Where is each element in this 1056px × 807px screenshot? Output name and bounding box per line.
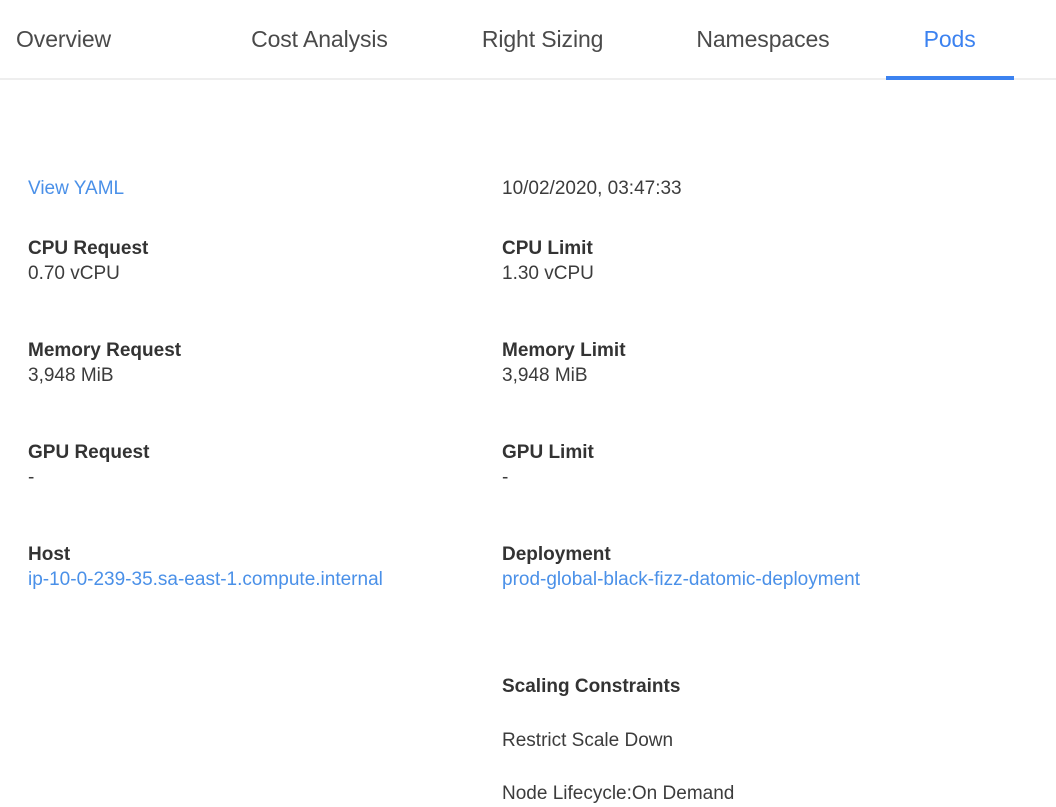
deployment-field: Deployment prod-global-black-fizz-datomi…: [502, 543, 860, 593]
gpu-limit-label: GPU Limit: [502, 442, 594, 463]
timestamp-row: 10/02/2020, 03:47:33: [502, 176, 682, 202]
tab-cost-analysis[interactable]: Cost Analysis: [251, 0, 388, 78]
memory-limit-value: 3,948 MiB: [502, 365, 588, 386]
tab-label: Pods: [923, 25, 976, 52]
pod-timestamp: 10/02/2020, 03:47:33: [502, 178, 682, 199]
view-yaml-link[interactable]: View YAML: [28, 178, 125, 199]
cpu-request-value: 0.70 vCPU: [28, 263, 120, 284]
cpu-limit-label: CPU Limit: [502, 238, 593, 259]
gpu-request-value: -: [28, 467, 35, 488]
memory-limit-field: Memory Limit 3,948 MiB: [502, 339, 626, 389]
memory-request-label: Memory Request: [28, 340, 182, 361]
memory-limit-label: Memory Limit: [502, 340, 626, 361]
view-yaml-row: View YAML: [28, 176, 124, 202]
tab-label: Cost Analysis: [251, 25, 388, 52]
host-label: Host: [28, 544, 71, 565]
tab-label: Right Sizing: [481, 25, 604, 52]
tab-label: Namespaces: [696, 25, 830, 52]
tab-pods[interactable]: Pods: [885, 0, 1014, 80]
deployment-link[interactable]: prod-global-black-fizz-datomic-deploymen…: [502, 569, 860, 590]
cpu-request-field: CPU Request 0.70 vCPU: [28, 237, 148, 287]
cpu-limit-value: 1.30 vCPU: [502, 263, 594, 284]
tab-label: Overview: [16, 25, 112, 52]
cpu-request-label: CPU Request: [28, 238, 149, 259]
scaling-constraint-item: Restrict Scale Down: [502, 730, 674, 751]
gpu-limit-value: -: [502, 467, 509, 488]
tab-namespaces[interactable]: Namespaces: [696, 0, 829, 78]
cpu-limit-field: CPU Limit 1.30 vCPU: [502, 237, 594, 287]
tab-overview[interactable]: Overview: [16, 0, 111, 78]
scaling-constraints-section: Scaling Constraints Restrict Scale Down …: [502, 675, 734, 807]
tab-right-sizing[interactable]: Right Sizing: [482, 0, 604, 78]
tab-strip: Overview Cost Analysis Right Sizing Name…: [0, 0, 1056, 80]
gpu-request-field: GPU Request -: [28, 441, 149, 491]
tab-bar: Overview Cost Analysis Right Sizing Name…: [0, 0, 1056, 80]
gpu-limit-field: GPU Limit -: [502, 441, 594, 491]
host-link[interactable]: ip-10-0-239-35.sa-east-1.compute.interna…: [28, 569, 383, 590]
scaling-constraints-label: Scaling Constraints: [502, 676, 681, 697]
deployment-label: Deployment: [502, 544, 611, 565]
memory-request-value: 3,948 MiB: [28, 365, 114, 386]
scaling-constraint-item: Node Lifecycle:On Demand: [502, 783, 735, 804]
memory-request-field: Memory Request 3,948 MiB: [28, 339, 181, 389]
host-field: Host ip-10-0-239-35.sa-east-1.compute.in…: [28, 543, 383, 593]
gpu-request-label: GPU Request: [28, 442, 150, 463]
